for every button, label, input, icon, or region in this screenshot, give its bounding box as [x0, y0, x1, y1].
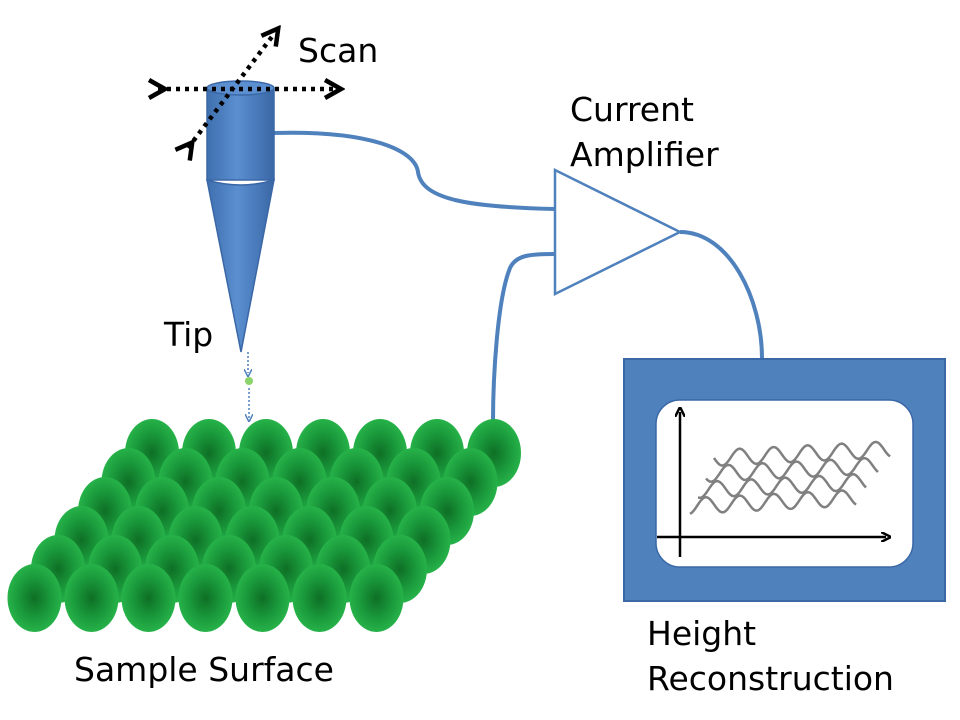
current-amplifier-label-line1: Current — [570, 90, 694, 129]
monitor-screen — [655, 399, 914, 568]
atom — [235, 564, 290, 632]
atom — [178, 564, 233, 632]
sample-surface — [7, 419, 521, 632]
height-profile-curve — [705, 456, 879, 483]
atom — [349, 564, 404, 632]
atom — [292, 564, 347, 632]
current-amplifier-label-line2: Amplifier — [570, 135, 719, 174]
height-profile-curve — [712, 440, 891, 467]
height-reconstruction-label-line1: Height — [647, 614, 756, 653]
scan-label: Scan — [298, 31, 378, 70]
electron-dot — [245, 377, 253, 385]
atom — [7, 564, 62, 632]
scan-arrows — [158, 34, 334, 148]
tunneling-indicator — [245, 352, 253, 418]
height-profile-curve — [689, 489, 857, 515]
amplifier-triangle — [553, 167, 683, 297]
atom — [64, 564, 119, 632]
height-reconstruction-monitor — [623, 358, 946, 602]
height-reconstruction-label-line2: Reconstruction — [647, 659, 894, 698]
plot-curves — [689, 440, 891, 515]
height-profile-curve — [697, 473, 867, 500]
sample-surface-label: Sample Surface — [74, 650, 334, 689]
wire-tip-to-amplifier — [271, 130, 556, 211]
tip — [206, 80, 275, 353]
tip-label: Tip — [163, 315, 213, 354]
wire-sample-to-amplifier — [491, 252, 556, 423]
atom — [121, 564, 176, 632]
wire-amplifier-to-monitor — [679, 230, 764, 359]
scan-arrow-diagonal — [188, 34, 274, 148]
